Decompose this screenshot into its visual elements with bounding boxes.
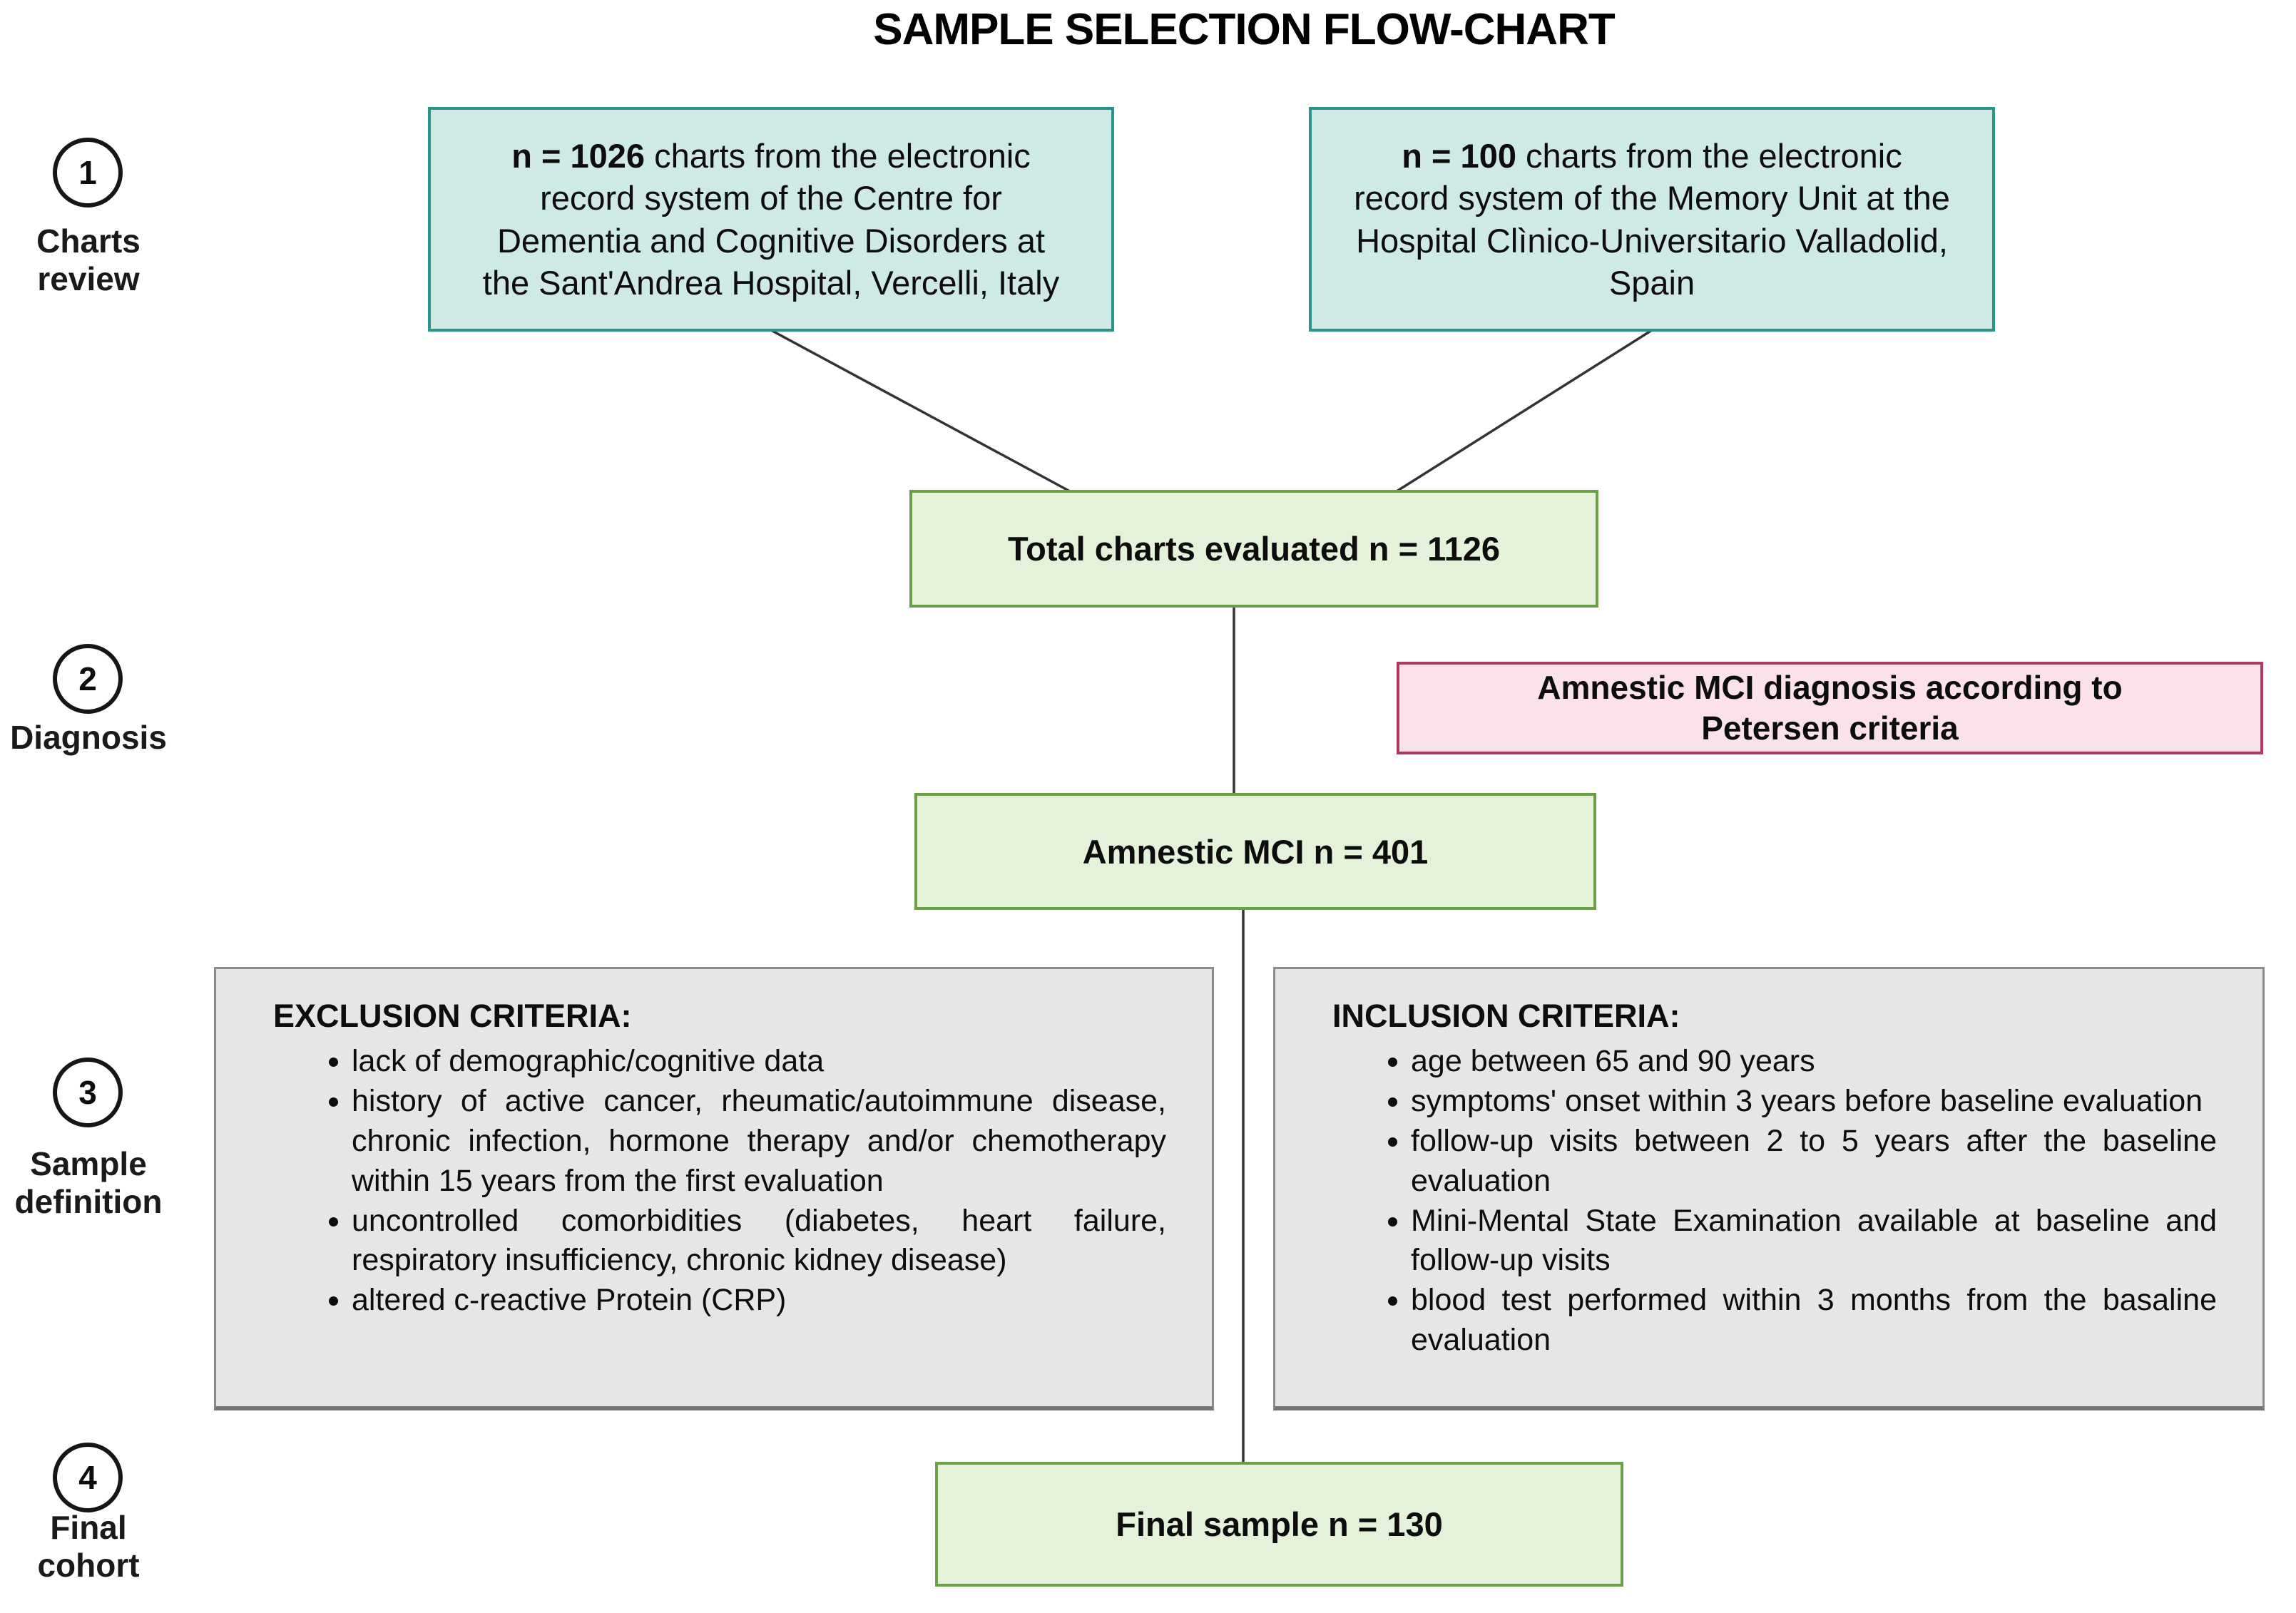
step-2-label: Diagnosis bbox=[10, 719, 167, 756]
exclusion-item: altered c-reactive Protein (CRP) bbox=[352, 1281, 1170, 1321]
italy-n-value: n = 1026 bbox=[511, 137, 646, 175]
step-3-label: Sample definition bbox=[14, 1145, 163, 1221]
inclusion-item: symptoms' onset within 3 years before ba… bbox=[1411, 1082, 2221, 1122]
box-source-spain-text: n = 100 charts from the electronic recor… bbox=[1351, 135, 1953, 304]
box-total-charts-text: Total charts evaluated n = 1126 bbox=[1007, 530, 1501, 568]
exclusion-item: lack of demographic/cognitive data bbox=[352, 1042, 1170, 1082]
box-inclusion-criteria: INCLUSION CRITERIA: age between 65 and 9… bbox=[1273, 967, 2265, 1410]
inclusion-item: Mini-Mental State Examination available … bbox=[1411, 1202, 2221, 1281]
box-final-sample-text: Final sample n = 130 bbox=[1116, 1505, 1443, 1543]
italy-description: charts from the electronic record system… bbox=[482, 137, 1060, 302]
step-3-circle: 3 bbox=[53, 1058, 123, 1127]
step-3-number: 3 bbox=[78, 1074, 97, 1111]
exclusion-item: history of active cancer, rheumatic/auto… bbox=[352, 1082, 1170, 1202]
inclusion-item: age between 65 and 90 years bbox=[1411, 1042, 2221, 1082]
spain-n-value: n = 100 bbox=[1402, 137, 1516, 175]
exclusion-heading: EXCLUSION CRITERIA: bbox=[273, 998, 632, 1034]
exclusion-list: lack of demographic/cognitive data histo… bbox=[273, 1042, 1170, 1321]
box-exclusion-criteria: EXCLUSION CRITERIA: lack of demographic/… bbox=[214, 967, 1214, 1410]
inclusion-heading: INCLUSION CRITERIA: bbox=[1332, 998, 1680, 1034]
box-diagnosis-note-text: Amnestic MCI diagnosis according to Pete… bbox=[1537, 668, 2123, 747]
connector-spain-to-total bbox=[1396, 329, 1653, 493]
step-2-number: 2 bbox=[78, 660, 97, 697]
spain-description: charts from the electronic record system… bbox=[1354, 137, 1950, 302]
box-amnestic-mci-text: Amnestic MCI n = 401 bbox=[1082, 832, 1429, 871]
box-total-charts: Total charts evaluated n = 1126 bbox=[909, 490, 1598, 608]
step-4-number: 4 bbox=[78, 1459, 97, 1496]
inclusion-item: follow-up visits between 2 to 5 years af… bbox=[1411, 1122, 2221, 1202]
box-final-sample: Final sample n = 130 bbox=[935, 1462, 1623, 1587]
box-amnestic-mci: Amnestic MCI n = 401 bbox=[914, 793, 1596, 910]
connector-italy-to-total bbox=[770, 329, 1071, 493]
page-title: SAMPLE SELECTION FLOW-CHART bbox=[873, 5, 1615, 54]
step-4-circle: 4 bbox=[53, 1443, 123, 1512]
step-1-number: 1 bbox=[78, 154, 97, 191]
inclusion-list: age between 65 and 90 years symptoms' on… bbox=[1332, 1042, 2221, 1361]
step-4-label: Final cohort bbox=[37, 1509, 140, 1584]
box-source-spain: n = 100 charts from the electronic recor… bbox=[1309, 107, 1995, 332]
step-2-circle: 2 bbox=[53, 644, 123, 714]
exclusion-item: uncontrolled comorbidities (diabetes, he… bbox=[352, 1202, 1170, 1281]
step-1-label: Charts review bbox=[36, 222, 141, 298]
box-source-italy-text: n = 1026 charts from the electronic reco… bbox=[470, 135, 1072, 304]
step-1-circle: 1 bbox=[53, 138, 123, 208]
box-source-italy: n = 1026 charts from the electronic reco… bbox=[428, 107, 1114, 332]
box-diagnosis-note: Amnestic MCI diagnosis according to Pete… bbox=[1397, 662, 2263, 754]
inclusion-item: blood test performed within 3 months fro… bbox=[1411, 1281, 2221, 1361]
